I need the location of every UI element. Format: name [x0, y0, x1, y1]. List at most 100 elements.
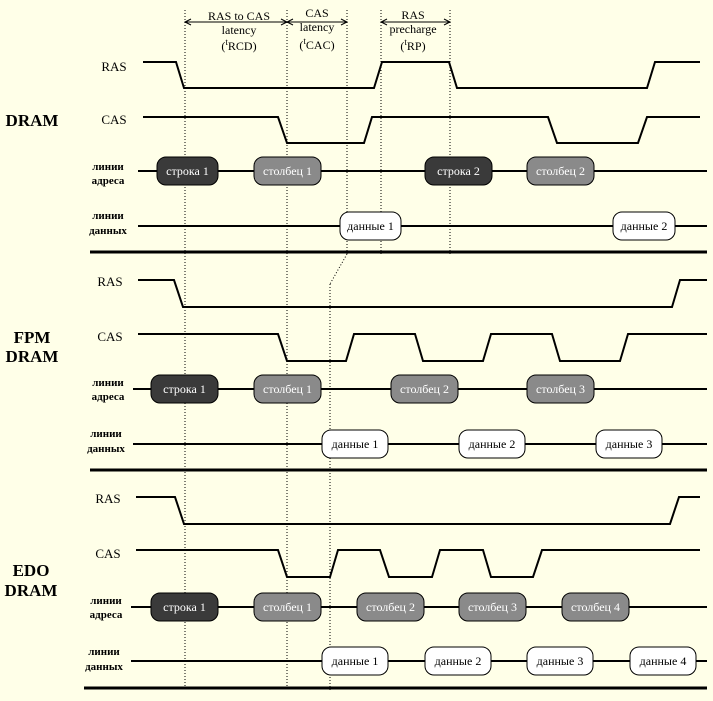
column-address-pill-text: столбец 2	[400, 382, 449, 396]
section-title-edo-line2: DRAM	[5, 581, 58, 600]
data-pill-text: данные 2	[621, 219, 668, 233]
annotation-cac: CAS latency (tCAC)	[299, 6, 334, 52]
data-pill-shape	[526, 646, 594, 676]
annotation-rcd-line3: (tRCD)	[221, 37, 256, 53]
data-pill-shape	[339, 211, 402, 241]
data-pill-shape	[612, 211, 676, 241]
data-pill: данные 2	[424, 646, 492, 676]
section-title-fpm-line2: DRAM	[6, 347, 59, 366]
label-address-2: адреса	[92, 175, 125, 187]
data-pill-shape	[629, 646, 697, 676]
row-address-pill-shape	[150, 592, 219, 622]
column-address-pill: столбец 1	[253, 592, 322, 622]
row-address-pill-shape	[424, 156, 493, 186]
column-address-pill: столбец 3	[458, 592, 527, 622]
data-pill-text: данные 2	[469, 437, 516, 451]
label-cas: CAS	[101, 112, 126, 127]
label-address-1: линии	[92, 161, 124, 173]
label-data-1: линии	[92, 210, 124, 222]
label-data-2: данных	[89, 225, 127, 237]
data-pill-text: данные 1	[332, 654, 379, 668]
column-address-pill-text: столбец 1	[263, 382, 312, 396]
data-pill: данные 1	[321, 429, 389, 459]
data-pill-shape	[321, 429, 389, 459]
label-ras: RAS	[101, 59, 126, 74]
data-pill: данные 4	[629, 646, 697, 676]
annotation-cac-line1: CAS	[305, 6, 328, 20]
column-address-pill-text: столбец 1	[263, 600, 312, 614]
data-pill-shape	[595, 429, 663, 459]
column-address-pill-shape	[253, 156, 322, 186]
annotation-rcd-line1: RAS to CAS	[208, 9, 270, 23]
section-title-fpm-line1: FPM	[14, 328, 51, 347]
column-address-pill-shape	[390, 374, 459, 404]
data-pill-text: данные 2	[435, 654, 482, 668]
label-cas: CAS	[95, 546, 120, 561]
wave-cas-dram	[143, 116, 700, 144]
column-address-pill: столбец 2	[390, 374, 459, 404]
label-data-2: данных	[87, 443, 125, 455]
annotation-rcd: RAS to CAS latency (tRCD)	[208, 9, 270, 53]
column-address-pill: столбец 4	[561, 592, 630, 622]
data-pill-text: данные 4	[640, 654, 687, 668]
column-address-pill-shape	[526, 156, 595, 186]
data-pill: данные 1	[339, 211, 402, 241]
column-address-pill: столбец 2	[356, 592, 425, 622]
label-data-1: линии	[90, 428, 122, 440]
data-pill: данные 3	[595, 429, 663, 459]
column-address-pill-text: столбец 2	[366, 600, 415, 614]
data-pill: данные 2	[458, 429, 526, 459]
row-address-pill-shape	[150, 374, 219, 404]
row-address-pill-text: строка 1	[166, 164, 209, 178]
label-data-1: линии	[88, 646, 120, 658]
column-address-pill-shape	[561, 592, 630, 622]
section-separators	[84, 250, 707, 690]
row-address-pill-text: строка 2	[437, 164, 480, 178]
row-address-pill: строка 2	[424, 156, 493, 186]
data-pill-text: данные 1	[347, 219, 394, 233]
annotation-rp: RAS precharge (tRP)	[389, 8, 436, 53]
annotation-rp-line2: precharge	[389, 22, 436, 36]
label-cas: CAS	[97, 329, 122, 344]
column-address-pill: столбец 1	[253, 374, 322, 404]
section-title-dram: DRAM	[6, 111, 59, 130]
wave-ras-fpm	[138, 279, 707, 308]
data-pill-text: данные 3	[537, 654, 584, 668]
row-address-pill-shape	[156, 156, 219, 186]
wave-cas-fpm	[138, 333, 707, 362]
data-pill-shape	[458, 429, 526, 459]
annotation-rp-line3: (tRP)	[400, 37, 425, 53]
column-address-pill-shape	[526, 374, 595, 404]
label-ras: RAS	[95, 491, 120, 506]
column-address-pill-text: столбец 2	[536, 164, 585, 178]
annotation-cac-line3: (tCAC)	[299, 36, 334, 52]
row-address-pill: строка 1	[150, 592, 219, 622]
wave-ras-dram	[143, 61, 700, 89]
row-address-pill-text: строка 1	[163, 382, 206, 396]
annotation-cac-line2: latency	[300, 20, 335, 34]
annotation-rp-line1: RAS	[401, 8, 424, 22]
wave-cas-edo	[136, 549, 700, 578]
column-address-pill: столбец 2	[526, 156, 595, 186]
data-pill: данные 3	[526, 646, 594, 676]
column-address-pill-text: столбец 3	[536, 382, 585, 396]
guide-lines	[184, 10, 451, 690]
row-address-pill: строка 1	[156, 156, 219, 186]
column-address-pill: столбец 3	[526, 374, 595, 404]
label-address-2: адреса	[90, 609, 123, 621]
data-pill-shape	[321, 646, 389, 676]
section-title-edo-line1: EDO	[13, 561, 50, 580]
waveforms	[131, 61, 707, 662]
label-address-1: линии	[92, 377, 124, 389]
label-ras: RAS	[97, 274, 122, 289]
column-address-pill-shape	[253, 374, 322, 404]
label-address-2: адреса	[92, 391, 125, 403]
label-data-2: данных	[85, 661, 123, 673]
column-address-pill-text: столбец 4	[571, 600, 620, 614]
bus-pills: строка 1 столбец 1 строка 2 столбец 2 данные…	[150, 156, 697, 676]
label-address-1: линии	[90, 595, 122, 607]
data-pill: данные 1	[321, 646, 389, 676]
column-address-pill-shape	[458, 592, 527, 622]
